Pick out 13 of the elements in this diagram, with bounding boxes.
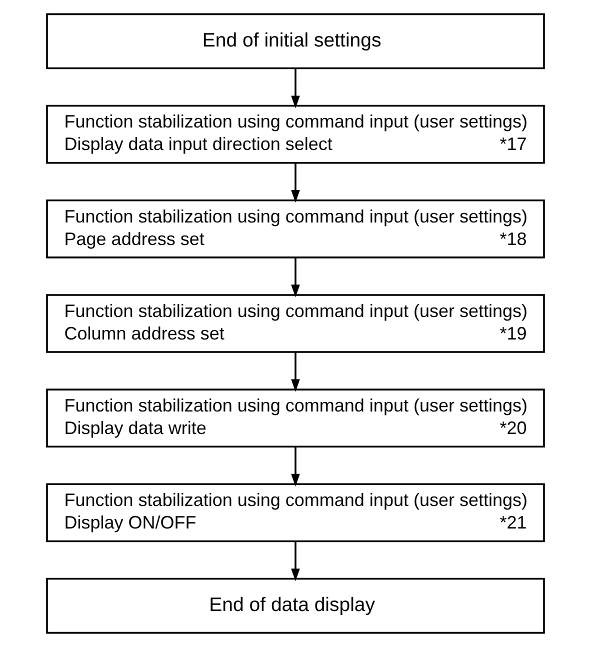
node-box: Function stabilization using command input (user settings) Display ON/OFF *21 [46,483,544,542]
arrow [290,541,300,582]
arrow [290,163,300,203]
node-box: End of data display [46,578,544,634]
node-box: Function stabilization using command input (user settings) Column address set *19 [46,294,544,353]
arrow [290,447,300,486]
arrow [290,352,300,392]
node-box: End of initial settings [46,13,544,70]
node-box: Function stabilization using command input (user settings) Display data write *20 [46,388,544,448]
node-box: Function stabilization using command input (user settings) Display data input direction select *17 [46,104,544,164]
arrow [290,258,300,298]
node-box: Function stabilization using command input (user settings) Page address set *18 [46,199,544,258]
arrow [290,68,300,108]
